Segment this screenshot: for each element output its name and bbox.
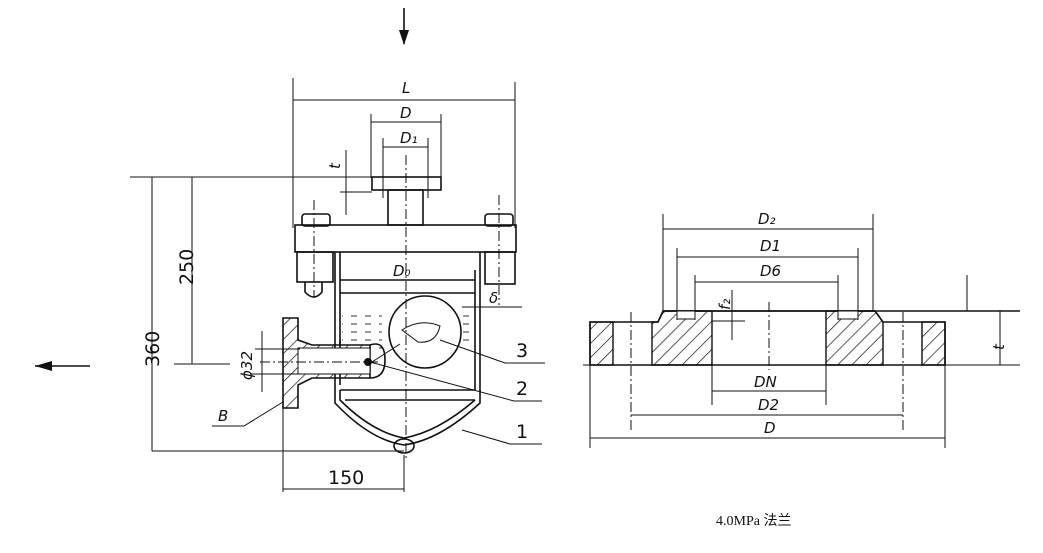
dim-label-t: t <box>326 162 344 169</box>
strainer-view: L D D₁ t <box>35 8 545 492</box>
bolt-left <box>296 200 334 298</box>
outlet-arrow-icon <box>35 361 90 371</box>
lever-pivot <box>364 358 372 366</box>
dim-360: 360 <box>142 331 164 367</box>
part-number-1: 1 <box>516 421 528 443</box>
flange-dim-D2-bottom: D2 <box>758 396 779 414</box>
dim-label-D: D <box>400 104 412 122</box>
float-ball <box>388 295 462 369</box>
dim-250: 250 <box>176 249 198 285</box>
flange-caption: 4.0MPa 法兰 <box>716 514 792 529</box>
drain-plug <box>393 438 415 454</box>
bolt-right <box>484 195 516 305</box>
dim-150: 150 <box>328 467 364 489</box>
dim-label-L: L <box>402 79 410 97</box>
flange-dim-D: D <box>764 419 776 437</box>
dim-label-phi32: ϕ32 <box>238 351 256 380</box>
flange-dim-D1: D1 <box>760 237 781 255</box>
flange-dim-DN: DN <box>754 373 777 391</box>
flange-dim-f2: f₂ <box>716 299 734 310</box>
label-B: B <box>218 407 228 425</box>
inlet-arrow-icon <box>399 8 409 45</box>
dim-label-D1: D₁ <box>400 129 418 147</box>
dim-label-Do: D₀ <box>393 262 411 280</box>
flange-dim-D2-top: D₂ <box>758 210 776 228</box>
part-number-3: 3 <box>516 340 528 362</box>
flange-view: D₂ D1 D6 f₂ t DN D2 <box>583 210 1020 448</box>
part-number-2: 2 <box>516 378 528 400</box>
dim-label-delta: δ <box>489 289 498 307</box>
flange-dim-D6: D6 <box>760 262 781 280</box>
flange-dim-t: t <box>990 343 1008 350</box>
